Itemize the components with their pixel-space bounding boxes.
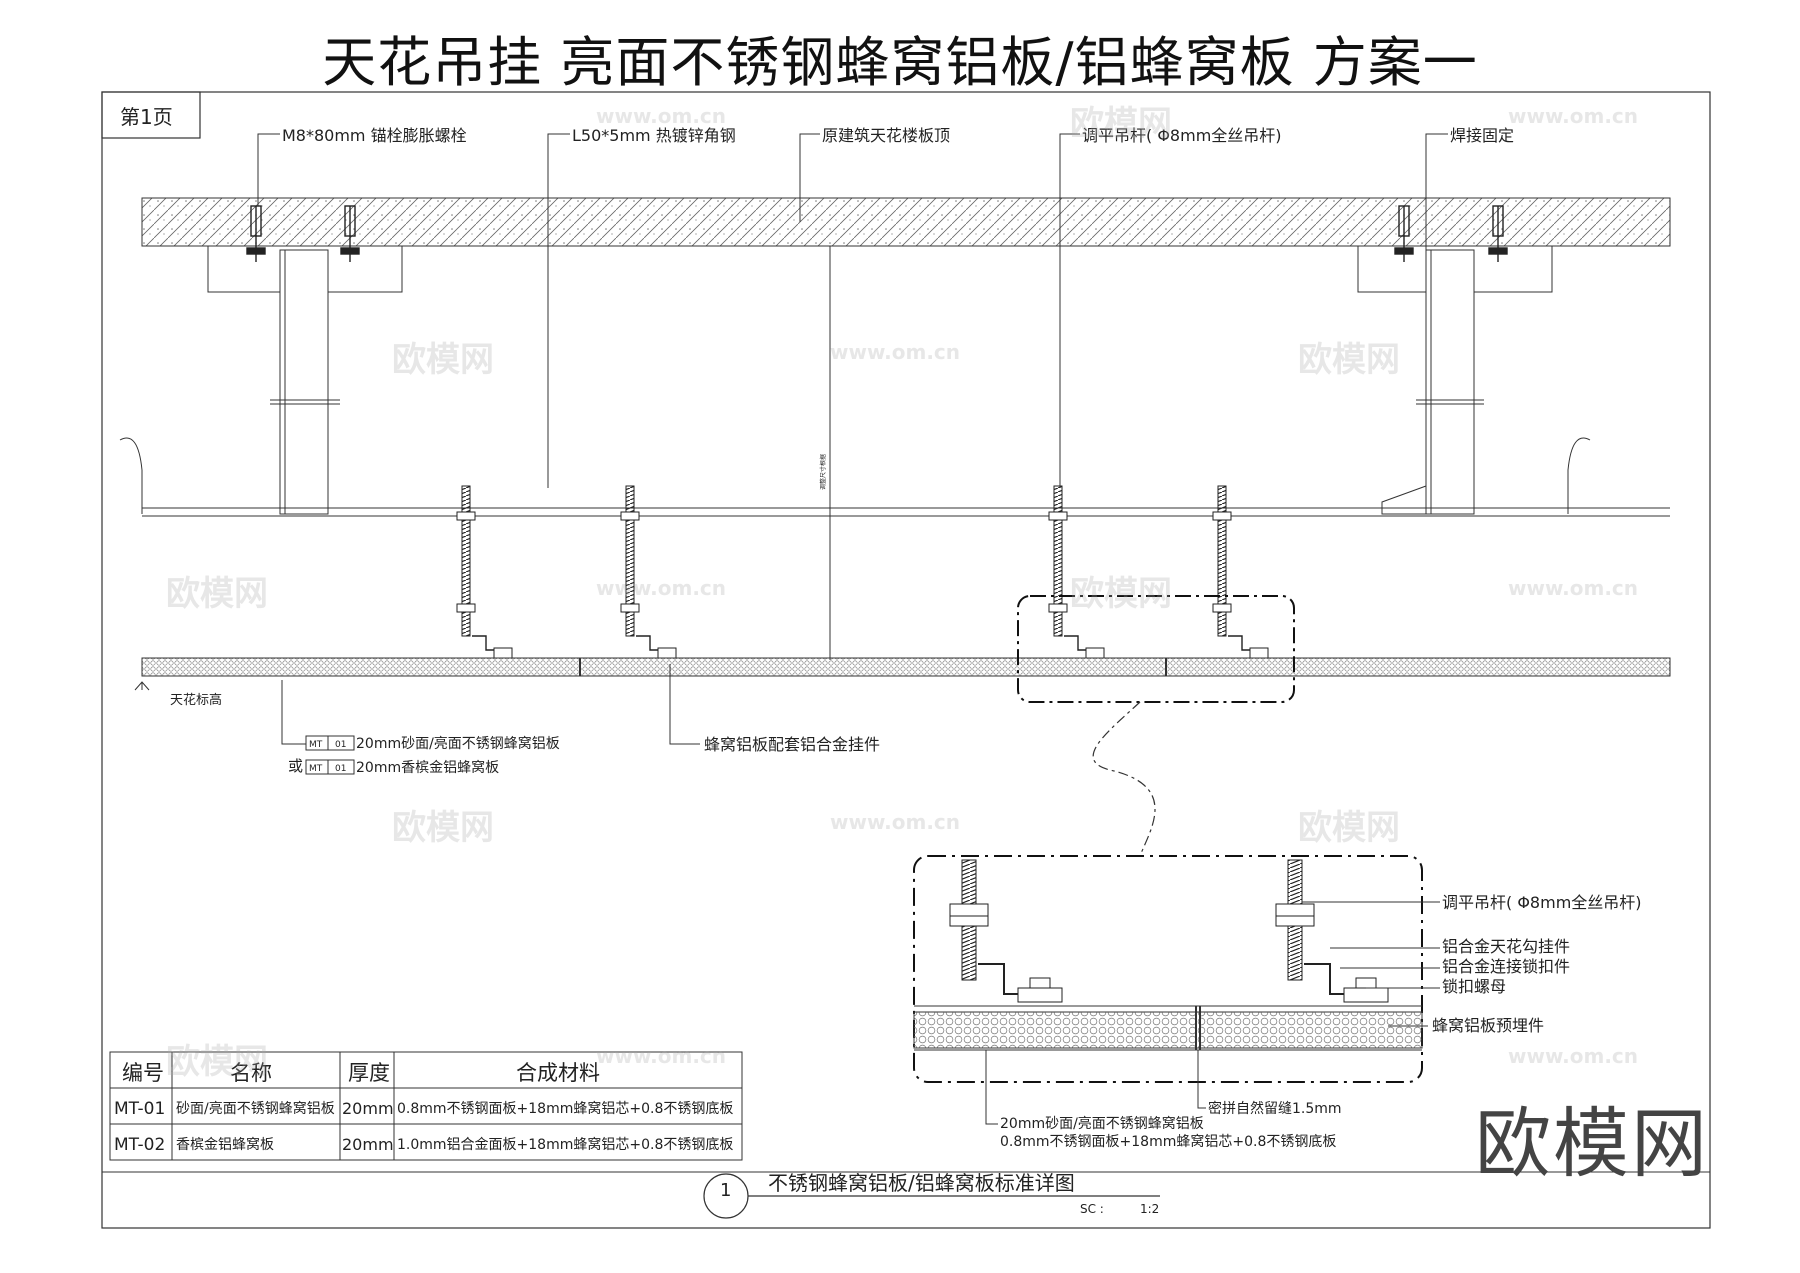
table-row-1-composition: 0.8mm不锈钢面板+18mm蜂窝铝芯+0.8不锈钢底板 <box>397 1100 733 1117</box>
callout-weld: 焊接固定 <box>1450 126 1514 145</box>
page-tag-box <box>101 91 201 139</box>
table-header-name: 名称 <box>230 1061 272 1085</box>
detail-bottom-line1: 20mm砂面/亮面不锈钢蜂窝铝板 <box>1000 1115 1204 1132</box>
svg-text:01: 01 <box>335 740 346 750</box>
callout-anchor-bolt: M8*80mm 锚栓膨胀螺栓 <box>282 126 467 145</box>
detail-callout-hook: 铝合金天花勾挂件 <box>1442 937 1570 956</box>
sheet-border <box>101 91 1711 1229</box>
detail-bottom-line2: 0.8mm不锈钢面板+18mm蜂窝铝芯+0.8不锈钢底板 <box>1000 1133 1336 1150</box>
callout-slab: 原建筑天花楼板顶 <box>822 126 950 145</box>
detail-callout-rod: 调平吊杆( Φ8mm全丝吊杆) <box>1442 893 1642 912</box>
anchor-bolts <box>246 205 1508 262</box>
callout-rod: 调平吊杆( Φ8mm全丝吊杆) <box>1082 126 1282 145</box>
table-row-2-name: 香槟金铝蜂窝板 <box>176 1136 274 1153</box>
material-table <box>109 1051 743 1161</box>
detail-leaders <box>985 901 1440 1125</box>
hanger-note: 蜂窝铝板配套铝合金挂件 <box>704 735 880 754</box>
vertical-note: 调整尺寸根据 <box>819 454 827 490</box>
concrete-slab <box>141 197 1671 247</box>
table-header-code: 编号 <box>122 1061 164 1085</box>
detail-marker <box>1017 595 1295 703</box>
callout-angle-steel: L50*5mm 热镀锌角钢 <box>572 126 736 145</box>
svg-text:01: 01 <box>335 764 346 774</box>
svg-text:20mm香槟金铝蜂窝板: 20mm香槟金铝蜂窝板 <box>356 759 499 776</box>
drawing-title: 天花吊挂 亮面不锈钢蜂窝铝板/铝蜂窝板 方案一 <box>322 31 1478 94</box>
material-ref-2: MT 01 20mm香槟金铝蜂窝板 <box>305 759 499 776</box>
top-callouts <box>257 133 1448 488</box>
seam-note: 密拼自然留缝1.5mm <box>1208 1100 1342 1117</box>
or-label: 或 <box>288 757 303 775</box>
right-angle-steel <box>1425 249 1475 515</box>
brand-logo: 欧模网 <box>1475 1099 1709 1188</box>
detail-callout-lock: 铝合金连接锁扣件 <box>1442 957 1570 976</box>
detail-callout-nut: 锁扣螺母 <box>1442 977 1506 996</box>
table-row-1-thickness: 20mm <box>342 1099 394 1118</box>
left-angle-steel <box>279 249 329 515</box>
enlarged-detail <box>913 855 1423 1083</box>
drawing-name: 不锈钢蜂窝铝板/铝蜂窝板标准详图 <box>768 1171 1075 1195</box>
table-row-2-thickness: 20mm <box>342 1135 394 1154</box>
table-header-composition: 合成材料 <box>516 1061 600 1085</box>
material-ref-1: MT 01 20mm砂面/亮面不锈钢蜂窝铝板 <box>305 735 560 752</box>
table-row-2-code: MT-02 <box>114 1135 165 1155</box>
detail-callout-embed: 蜂窝铝板预埋件 <box>1432 1016 1544 1035</box>
drawing-number: 1 <box>720 1180 731 1201</box>
scale-value: 1:2 <box>1140 1202 1159 1216</box>
svg-text:20mm砂面/亮面不锈钢蜂窝铝板: 20mm砂面/亮面不锈钢蜂窝铝板 <box>356 735 560 752</box>
svg-text:MT: MT <box>309 740 323 750</box>
page-tag: 第1页 <box>120 105 173 129</box>
svg-text:MT: MT <box>309 764 323 774</box>
hanger-rods <box>456 485 1269 659</box>
table-row-1-name: 砂面/亮面不锈钢蜂窝铝板 <box>176 1100 335 1117</box>
table-row-1-code: MT-01 <box>114 1099 165 1119</box>
ceiling-level-label: 天花标高 <box>170 692 222 708</box>
table-row-2-composition: 1.0mm铝合金面板+18mm蜂窝铝芯+0.8不锈钢底板 <box>397 1136 733 1153</box>
scale-label: SC : <box>1080 1202 1104 1216</box>
honeycomb-panel <box>141 657 1671 677</box>
table-header-thickness: 厚度 <box>348 1061 390 1085</box>
